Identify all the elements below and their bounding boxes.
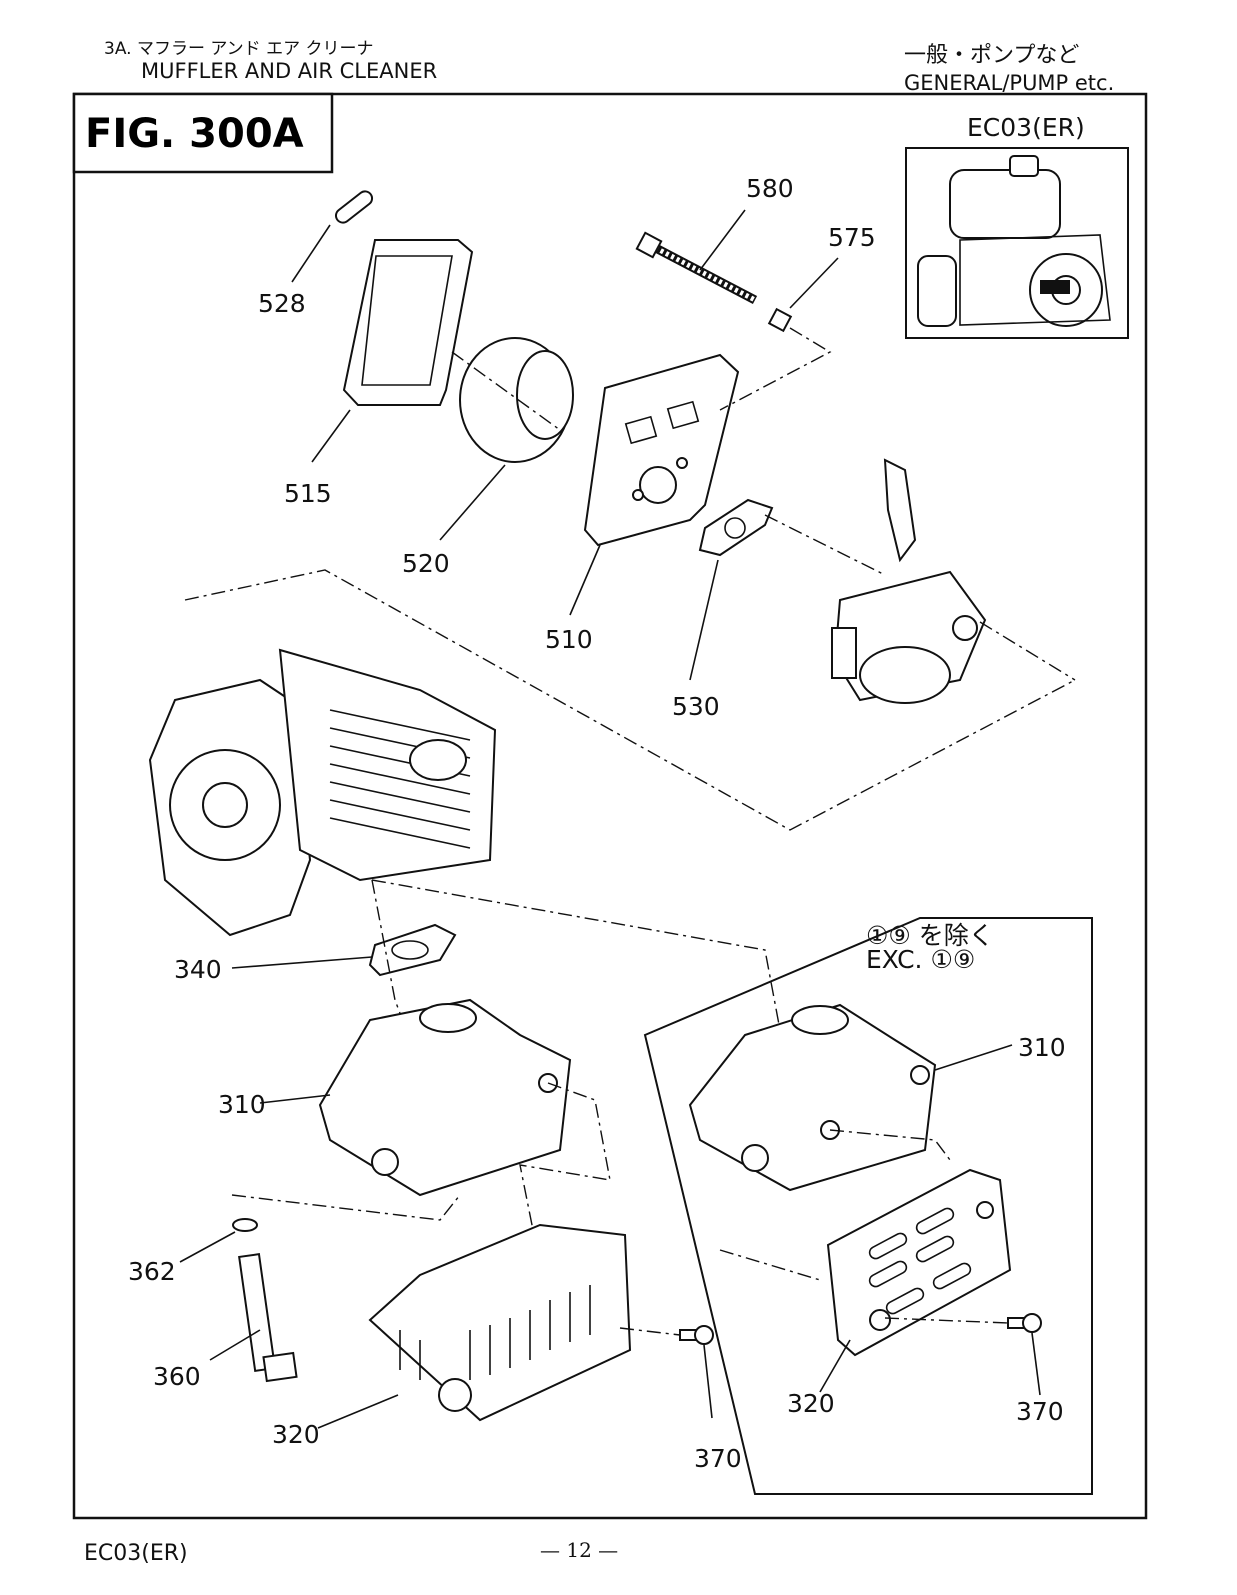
label-340: 340	[174, 955, 222, 984]
part-362-shape	[233, 1219, 257, 1231]
part-360-shape	[239, 1254, 275, 1371]
label-510: 510	[545, 625, 593, 654]
part-528-shape	[333, 189, 375, 226]
part-340-shape	[370, 925, 455, 975]
label-528: 528	[258, 289, 306, 318]
variant-note-en: EXC. ①⑨	[866, 945, 975, 974]
carburetor	[832, 460, 1075, 703]
label-310-left: 310	[218, 1090, 266, 1119]
label-370-right: 370	[1016, 1397, 1064, 1426]
part-580-shape	[650, 245, 755, 300]
part-320-right-shape	[828, 1170, 1010, 1355]
part-575-shape	[769, 309, 791, 331]
label-530: 530	[672, 692, 720, 721]
label-310-right: 310	[1018, 1033, 1066, 1062]
label-520: 520	[402, 549, 450, 578]
inset-engine: EC03(ER)	[906, 113, 1128, 338]
figure-label-box: FIG. 300A	[74, 94, 332, 172]
muffler-group-left	[180, 880, 780, 1428]
figure-label: FIG. 300A	[85, 111, 304, 157]
air-cleaner-group	[292, 189, 885, 680]
part-320-left-shape	[370, 1225, 630, 1420]
part-510-shape	[585, 355, 738, 545]
label-515: 515	[284, 479, 332, 508]
label-360: 360	[153, 1362, 201, 1391]
label-575: 575	[828, 223, 876, 252]
label-362: 362	[128, 1257, 176, 1286]
label-370-left: 370	[694, 1444, 742, 1473]
inset-label: EC03(ER)	[967, 113, 1085, 142]
label-320-right: 320	[787, 1389, 835, 1418]
label-580: 580	[746, 174, 794, 203]
label-320-left: 320	[272, 1420, 320, 1449]
part-530-shape	[700, 500, 772, 555]
